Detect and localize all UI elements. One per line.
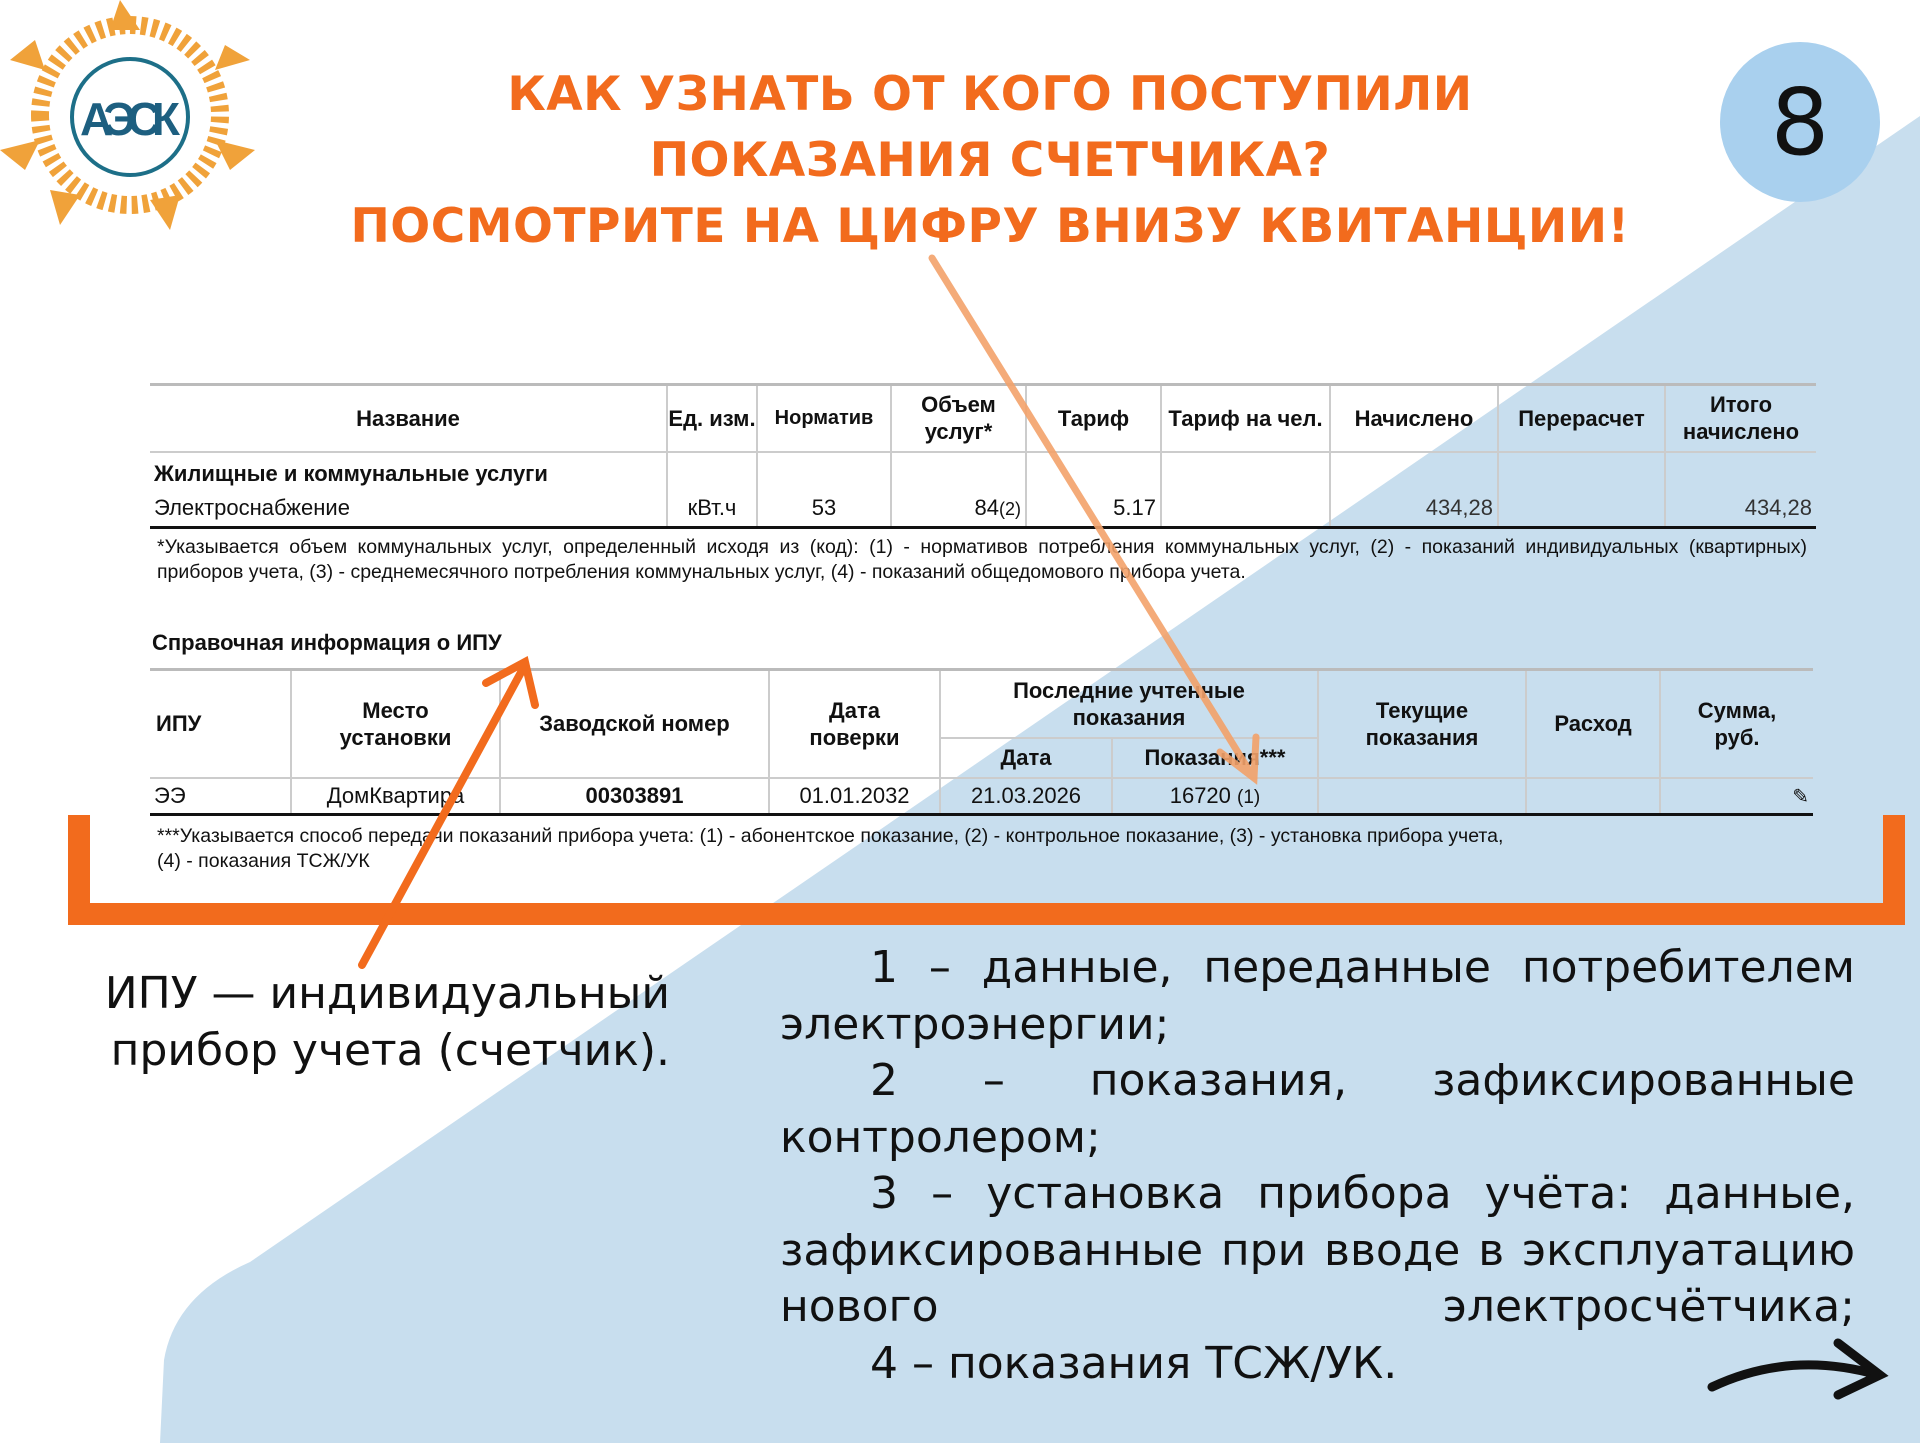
code-4-explanation: 4 – показания ТСЖ/УК. [870, 1337, 1398, 1389]
col-volume: Объем услуг* [890, 384, 1026, 452]
col-current: Текущие показания [1317, 669, 1526, 778]
arrow-to-ipu-icon [358, 655, 539, 969]
meter-table: ИПУ Место установки Заводской номер Дата… [150, 668, 1813, 816]
total: 434,28 [1664, 489, 1816, 528]
pencil-icon[interactable]: ✎ [1792, 785, 1809, 808]
col-last-value: Показания*** [1111, 737, 1318, 778]
volume: 84(2) [890, 489, 1026, 528]
highlight-bracket [68, 815, 1905, 925]
service-name: Электроснабжение [154, 494, 350, 520]
col-last-date: Дата [939, 737, 1112, 778]
col-last-readings: Последние учтенные показания [939, 669, 1318, 739]
tariff-per-person [1160, 489, 1330, 528]
recalc [1497, 489, 1665, 528]
col-check-date: Дата поверки [768, 669, 940, 778]
col-usage: Расход [1525, 669, 1660, 778]
title-line-1: КАК УЗНАТЬ ОТ КОГО ПОСТУПИЛИ [507, 67, 1473, 122]
last-value: 16720 (1) [1111, 777, 1318, 815]
aesk-logo: АЭСК [0, 0, 255, 230]
title-line-3: ПОСМОТРИТЕ НА ЦИФРУ ВНИЗУ КВИТАНЦИИ! [350, 199, 1630, 254]
page-title: КАК УЗНАТЬ ОТ КОГО ПОСТУПИЛИ ПОКАЗАНИЯ С… [300, 62, 1680, 260]
last-date-value: 21.03.2026 [939, 777, 1112, 815]
col-charged: Начислено [1329, 384, 1498, 452]
table-row: Электроснабжение кВт.ч 53 84(2) 5.17 434… [150, 489, 1816, 528]
usage-value [1525, 777, 1660, 815]
col-name: Название [356, 405, 460, 431]
norm: 53 [756, 489, 891, 528]
meter-footnote-line-1: ***Указывается способ передачи показаний… [157, 825, 1504, 847]
group-label: Жилищные и коммунальные услуги [154, 461, 548, 486]
col-place: Место установки [290, 669, 500, 778]
page-number: 8 [1770, 68, 1830, 176]
table-row: ЭЭ ДомКвартира 00303891 01.01.2032 21.03… [150, 777, 1813, 815]
charges-table: Название Ед. изм. Норматив Объем услуг* … [150, 383, 1816, 529]
col-tariff-per-person: Тариф на чел. [1160, 384, 1330, 452]
current-value-input[interactable] [1317, 777, 1526, 815]
charges-footnote: *Указывается объем коммунальных услуг, о… [157, 536, 1807, 583]
col-sum: Сумма, руб. [1659, 669, 1813, 778]
unit: кВт.ч [666, 489, 757, 528]
meter-footnote: ***Указывается способ передачи показаний… [157, 824, 1857, 874]
col-serial: Заводской номер [499, 669, 769, 778]
title-line-2: ПОКАЗАНИЯ СЧЕТЧИКА? [649, 133, 1331, 188]
charged: 434,28 [1329, 489, 1498, 528]
ipu-value: ЭЭ [154, 782, 186, 808]
col-unit: Ед. изм. [666, 384, 757, 452]
svg-text:АЭСК: АЭСК [80, 93, 181, 145]
page-number-badge: 8 [1720, 42, 1880, 202]
code-1-explanation: 1 – данные, переданные потребителем элек… [780, 942, 1855, 1050]
meter-footnote-line-2: (4) - показания ТСЖ/УК [157, 850, 370, 872]
col-norm: Норматив [756, 384, 891, 452]
meter-section-title: Справочная информация о ИПУ [152, 630, 502, 655]
arrow-to-reading-code-icon [928, 254, 1260, 785]
code-explanations: 1 – данные, переданные потребителем элек… [780, 940, 1855, 1392]
ipu-definition: ИПУ — индивидуальный прибор учета (счетч… [70, 965, 670, 1079]
next-arrow-icon[interactable] [1707, 1338, 1889, 1400]
ipu-definition-line-2: прибор учета (счетчик). [110, 1025, 670, 1076]
check-date-value: 01.01.2032 [768, 777, 940, 815]
col-total: Итого начислено [1664, 384, 1816, 452]
sum-cell[interactable]: ✎ [1659, 777, 1813, 815]
code-2-explanation: 2 – показания, зафиксированные контролер… [780, 1055, 1855, 1163]
col-ipu: ИПУ [156, 711, 202, 737]
col-recalc: Перерасчет [1497, 384, 1665, 452]
serial-value: 00303891 [499, 777, 769, 815]
ipu-definition-line-1: ИПУ — индивидуальный [104, 968, 670, 1019]
code-3-explanation: 3 – установка прибора учёта: данные, заф… [780, 1168, 1855, 1332]
